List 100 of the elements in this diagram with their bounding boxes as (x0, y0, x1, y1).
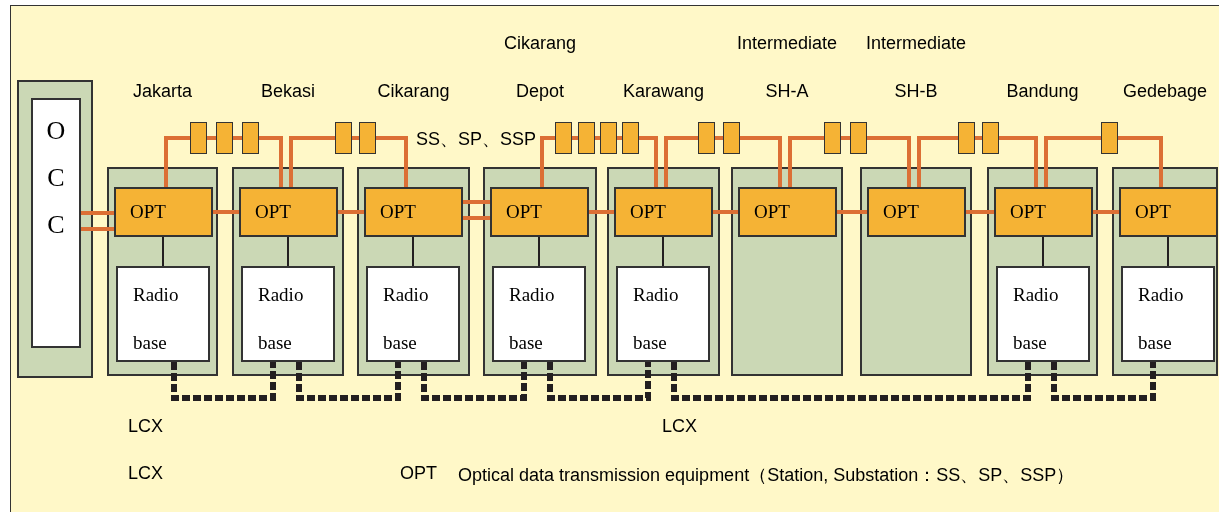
connector-line (81, 211, 114, 215)
small-equipment-box (982, 122, 999, 154)
text-label: LCX (128, 416, 163, 437)
station-panel (357, 167, 470, 376)
connector-line (213, 210, 239, 214)
connector-line (662, 236, 664, 267)
station-panel (860, 167, 972, 376)
station-panel (731, 167, 843, 376)
equipment-box: OPT (738, 187, 837, 237)
connector-line (713, 210, 738, 214)
small-equipment-box (622, 122, 639, 154)
text-label: Optical data transmission equipment（Station, Substation：SS、SP、SSP） (458, 464, 1075, 487)
connector-line (740, 136, 782, 187)
connector-line (715, 136, 723, 140)
station-panel (483, 167, 597, 376)
text-label: Gedebage (1121, 80, 1209, 103)
station-panel (607, 167, 720, 376)
connector-line (287, 236, 289, 267)
small-equipment-box (555, 122, 572, 154)
equipment-box: OPT (867, 187, 966, 237)
connector-line (538, 236, 540, 267)
connector-line (639, 136, 658, 187)
connector-line (207, 136, 216, 140)
equipment-box: OPT (239, 187, 338, 237)
cable-line (1051, 362, 1156, 401)
small-equipment-box (698, 122, 715, 154)
text-label: LCX (128, 463, 163, 484)
small-equipment-box (359, 122, 376, 154)
connector-line (289, 136, 335, 187)
connector-line (1167, 236, 1169, 267)
text-label: Jakarta (132, 80, 193, 103)
small-equipment-box (723, 122, 740, 154)
connector-line (376, 136, 408, 187)
equipment-box: OPT (614, 187, 713, 237)
connector-line (162, 236, 164, 267)
equipment-box: OPT (114, 187, 213, 237)
connector-line (999, 136, 1038, 187)
connector-line (81, 227, 114, 231)
text-label: OPT (400, 463, 437, 484)
station-panel (232, 167, 344, 376)
text-label: Bandung (1005, 80, 1080, 103)
text-label: Cikarang (376, 80, 451, 103)
connector-line (1042, 236, 1044, 267)
connector-line (841, 136, 850, 140)
connector-line (259, 136, 283, 187)
connector-line (540, 136, 555, 187)
text-label: Intermediate SH-A (735, 32, 839, 103)
equipment-box: OPT (490, 187, 589, 237)
small-equipment-box (578, 122, 595, 154)
connector-line (664, 136, 698, 187)
connector-line (352, 136, 359, 140)
cable-line (671, 362, 1031, 401)
connector-line (966, 210, 994, 214)
connector-line (975, 136, 982, 140)
text-label: Karawang (621, 80, 706, 103)
connector-line (917, 136, 958, 187)
small-equipment-box (216, 122, 233, 154)
small-equipment-box (190, 122, 207, 154)
connector-line (1118, 136, 1163, 187)
connector-line (617, 136, 622, 140)
connector-line (589, 210, 614, 214)
equipment-box: OPT (364, 187, 463, 237)
connector-line (233, 136, 242, 140)
connector-line (595, 136, 600, 140)
station-panel (107, 167, 218, 376)
cable-line (547, 362, 651, 401)
text-label: Intermediate SH-B (864, 32, 968, 103)
station-panel (987, 167, 1098, 376)
connector-line (572, 136, 578, 140)
connector-line (1044, 136, 1101, 187)
connector-line (788, 136, 824, 187)
radio-base-box: Radio base (616, 266, 710, 362)
radio-base-box: Radio base (492, 266, 586, 362)
connector-line (1093, 210, 1119, 214)
radio-base-box: Radio base (996, 266, 1090, 362)
text-label: Cikarang Depot (502, 32, 577, 103)
small-equipment-box (850, 122, 867, 154)
text-label: Bekasi (260, 80, 316, 103)
radio-base-box: Radio base (366, 266, 460, 362)
text-label: SS、SP、SSP (416, 128, 537, 151)
cable-line (171, 362, 276, 401)
radio-base-box: Radio base (116, 266, 210, 362)
control-center-box: O C C (31, 98, 81, 348)
station-panel (1112, 167, 1218, 376)
connector-line (837, 210, 867, 214)
connector-line (412, 236, 414, 267)
connector-line (164, 136, 190, 187)
cable-line (421, 362, 527, 401)
text-label: LCX (662, 416, 697, 437)
connector-line (463, 200, 490, 204)
connector-line (867, 136, 911, 187)
equipment-box: OPT (1119, 187, 1218, 237)
radio-base-box: Radio base (241, 266, 335, 362)
small-equipment-box (242, 122, 259, 154)
connector-line (338, 210, 364, 214)
equipment-box: OPT (994, 187, 1093, 237)
small-equipment-box (335, 122, 352, 154)
small-equipment-box (1101, 122, 1118, 154)
small-equipment-box (600, 122, 617, 154)
cable-line (296, 362, 401, 401)
